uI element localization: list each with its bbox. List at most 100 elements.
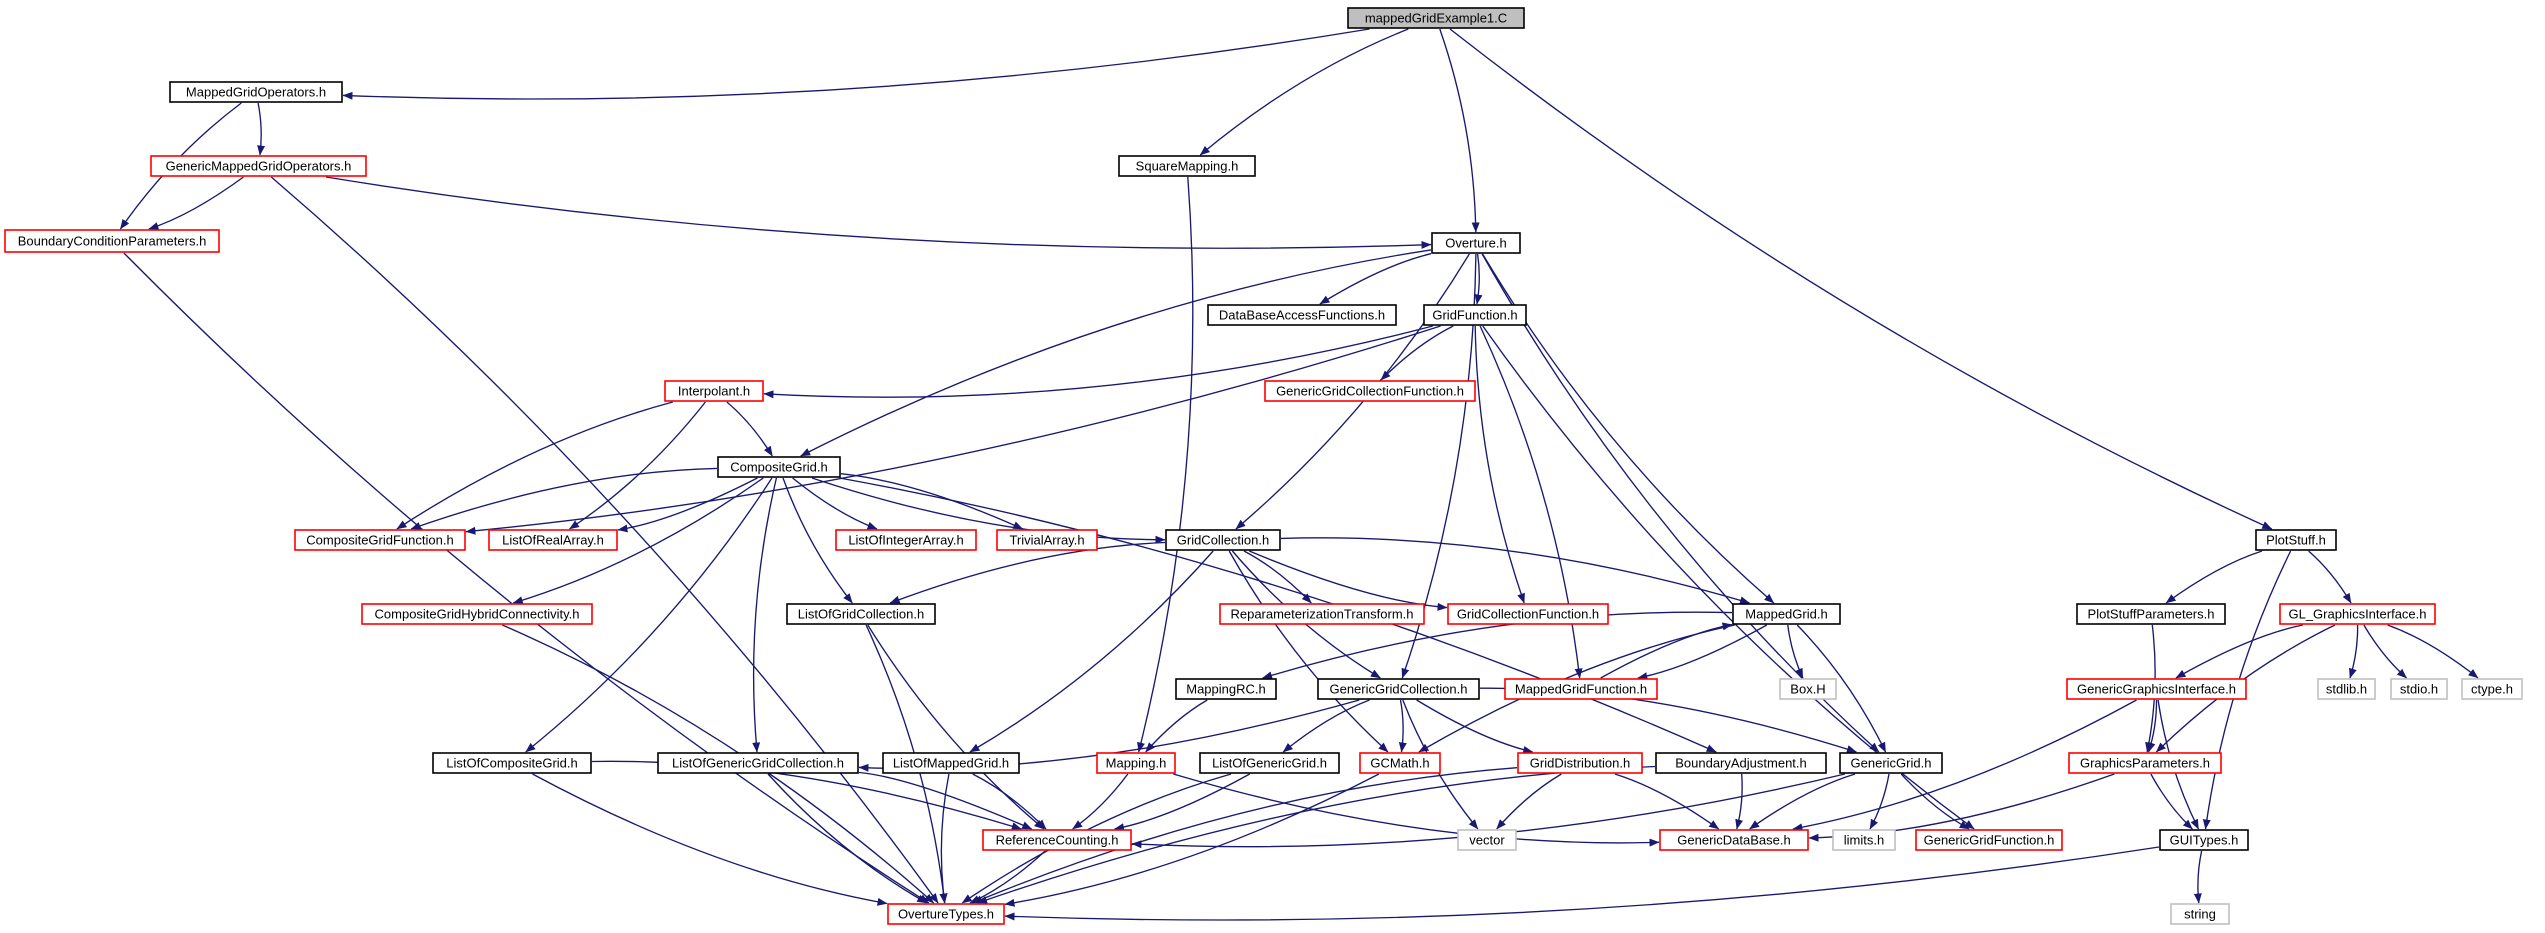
edge-logg-to-ot — [961, 773, 1232, 904]
node-label-stdio: stdio.h — [2400, 682, 2438, 697]
node-label-mgo: MappedGridOperators.h — [186, 85, 326, 100]
node-label-cg: CompositeGrid.h — [730, 460, 828, 475]
node-gf[interactable]: GridFunction.h — [1423, 304, 1527, 326]
node-label-interp: Interpolant.h — [678, 384, 750, 399]
node-gcm[interactable]: GCMath.h — [1359, 752, 1441, 774]
node-logc[interactable]: ListOfGridCollection.h — [786, 603, 936, 625]
edge-gui-to-string — [2193, 850, 2203, 904]
edge-root-to-ov — [1439, 28, 1480, 233]
node-ov[interactable]: Overture.h — [1431, 232, 1521, 254]
node-box-loia — [835, 529, 977, 551]
node-loia[interactable]: ListOfIntegerArray.h — [835, 529, 977, 551]
node-label-dbaf: DataBaseAccessFunctions.h — [1219, 308, 1385, 323]
node-locg[interactable]: ListOfCompositeGrid.h — [432, 752, 592, 774]
node-glgi[interactable]: GL_GraphicsInterface.h — [2279, 603, 2436, 625]
node-rt[interactable]: ReparameterizationTransform.h — [1219, 603, 1425, 625]
node-box-dbaf — [1207, 304, 1397, 326]
node-label-map: Mapping.h — [1106, 756, 1167, 771]
node-cgf[interactable]: CompositeGridFunction.h — [294, 529, 466, 551]
node-box-root — [1347, 7, 1525, 29]
node-mgf[interactable]: MappedGridFunction.h — [1504, 678, 1658, 700]
node-box-ov — [1431, 232, 1521, 254]
node-ggcf[interactable]: GenericGridCollectionFunction.h — [1264, 380, 1476, 402]
node-box-ggcf — [1264, 380, 1476, 402]
node-ggi[interactable]: GenericGraphicsInterface.h — [2066, 678, 2247, 700]
edge-mg-to-boxh — [1787, 624, 1804, 679]
edge-ggi-to-gp — [2147, 699, 2158, 753]
node-gmgo[interactable]: GenericMappedGridOperators.h — [150, 155, 367, 177]
node-ggc[interactable]: GenericGridCollection.h — [1317, 678, 1480, 700]
node-interp[interactable]: Interpolant.h — [664, 380, 764, 402]
node-gcf[interactable]: GridCollectionFunction.h — [1447, 603, 1609, 625]
node-label-ctype: ctype.h — [2471, 682, 2513, 697]
node-psp[interactable]: PlotStuffParameters.h — [2076, 603, 2226, 625]
node-lomg[interactable]: ListOfMappedGrid.h — [882, 752, 1020, 774]
edge-cg-to-cgf — [410, 467, 718, 530]
node-cghc[interactable]: CompositeGridHybridConnectivity.h — [361, 603, 593, 625]
node-label-ggf: GenericGridFunction.h — [1924, 833, 2055, 848]
node-label-ov: Overture.h — [1445, 236, 1506, 251]
node-box-ba — [1655, 752, 1827, 774]
node-box-cghc — [361, 603, 593, 625]
edge-ov-to-gf — [1474, 253, 1483, 305]
node-loggc[interactable]: ListOfGenericGridCollection.h — [657, 752, 859, 774]
node-ps[interactable]: PlotStuff.h — [2255, 529, 2337, 551]
node-logg[interactable]: ListOfGenericGrid.h — [1199, 752, 1340, 774]
edge-cg-to-ta — [840, 473, 1024, 530]
node-box-ctype — [2461, 678, 2523, 700]
edge-gmgo-to-ov — [325, 176, 1432, 249]
edge-logc-to-rc — [867, 624, 1045, 830]
node-gdb[interactable]: GenericDataBase.h — [1659, 829, 1809, 851]
edge-sqm-to-map — [1137, 176, 1194, 753]
node-gd[interactable]: GridDistribution.h — [1517, 752, 1643, 774]
node-label-limits: limits.h — [1844, 833, 1884, 848]
node-ggf[interactable]: GenericGridFunction.h — [1915, 829, 2063, 851]
node-label-gd: GridDistribution.h — [1530, 756, 1630, 771]
node-label-loggc: ListOfGenericGridCollection.h — [672, 756, 844, 771]
edge-gc-to-gcm — [1228, 550, 1389, 753]
node-label-ps: PlotStuff.h — [2266, 533, 2326, 548]
edge-cg-to-cghc — [512, 477, 764, 605]
edge-loggc-to-ot — [767, 773, 928, 904]
node-box-psp — [2076, 603, 2226, 625]
node-box-bcp — [4, 229, 220, 253]
node-mgo[interactable]: MappedGridOperators.h — [169, 81, 343, 103]
node-mrc[interactable]: MappingRC.h — [1175, 678, 1277, 700]
node-root[interactable]: mappedGridExample1.C — [1347, 7, 1525, 29]
node-dbaf[interactable]: DataBaseAccessFunctions.h — [1207, 304, 1397, 326]
node-lora[interactable]: ListOfRealArray.h — [488, 529, 618, 551]
edge-gcm-to-ot — [1004, 773, 1380, 907]
node-box-stdio — [2390, 678, 2448, 700]
node-box-stdlib — [2317, 678, 2376, 700]
node-rc[interactable]: ReferenceCounting.h — [982, 829, 1132, 851]
node-ta[interactable]: TrivialArray.h — [996, 529, 1098, 551]
node-ba[interactable]: BoundaryAdjustment.h — [1655, 752, 1827, 774]
node-label-ggi: GenericGraphicsInterface.h — [2077, 682, 2236, 697]
node-gc[interactable]: GridCollection.h — [1165, 529, 1281, 551]
edge-gc-to-logc — [889, 541, 1166, 604]
edge-interp-to-lora — [569, 401, 706, 530]
node-label-glgi: GL_GraphicsInterface.h — [2288, 607, 2426, 622]
node-cg[interactable]: CompositeGrid.h — [717, 456, 841, 478]
node-map[interactable]: Mapping.h — [1096, 752, 1176, 774]
node-bcp[interactable]: BoundaryConditionParameters.h — [4, 229, 220, 253]
node-mg[interactable]: MappedGrid.h — [1732, 603, 1841, 625]
edge-gg-to-ggf — [1900, 773, 1970, 830]
node-label-ba: BoundaryAdjustment.h — [1675, 756, 1807, 771]
node-box-sqm — [1118, 155, 1256, 177]
edge-interp-to-cg — [726, 401, 773, 457]
edge-mg-to-gg — [1796, 624, 1887, 753]
edge-lomg-to-rc — [972, 773, 1047, 830]
edge-mrc-to-map — [1145, 699, 1208, 753]
node-label-rt: ReparameterizationTransform.h — [1230, 607, 1413, 622]
node-gg[interactable]: GenericGrid.h — [1839, 752, 1943, 774]
node-box-vector — [1457, 829, 1517, 851]
node-label-ggcf: GenericGridCollectionFunction.h — [1276, 384, 1464, 399]
node-gp[interactable]: GraphicsParameters.h — [2068, 752, 2222, 774]
edge-gmgo-to-bcp — [148, 176, 244, 230]
edge-gd-to-gdb — [1614, 773, 1720, 830]
node-label-sqm: SquareMapping.h — [1136, 159, 1239, 174]
node-sqm[interactable]: SquareMapping.h — [1118, 155, 1256, 177]
node-gui[interactable]: GUITypes.h — [2159, 829, 2249, 851]
node-ot[interactable]: OvertureTypes.h — [887, 903, 1005, 925]
